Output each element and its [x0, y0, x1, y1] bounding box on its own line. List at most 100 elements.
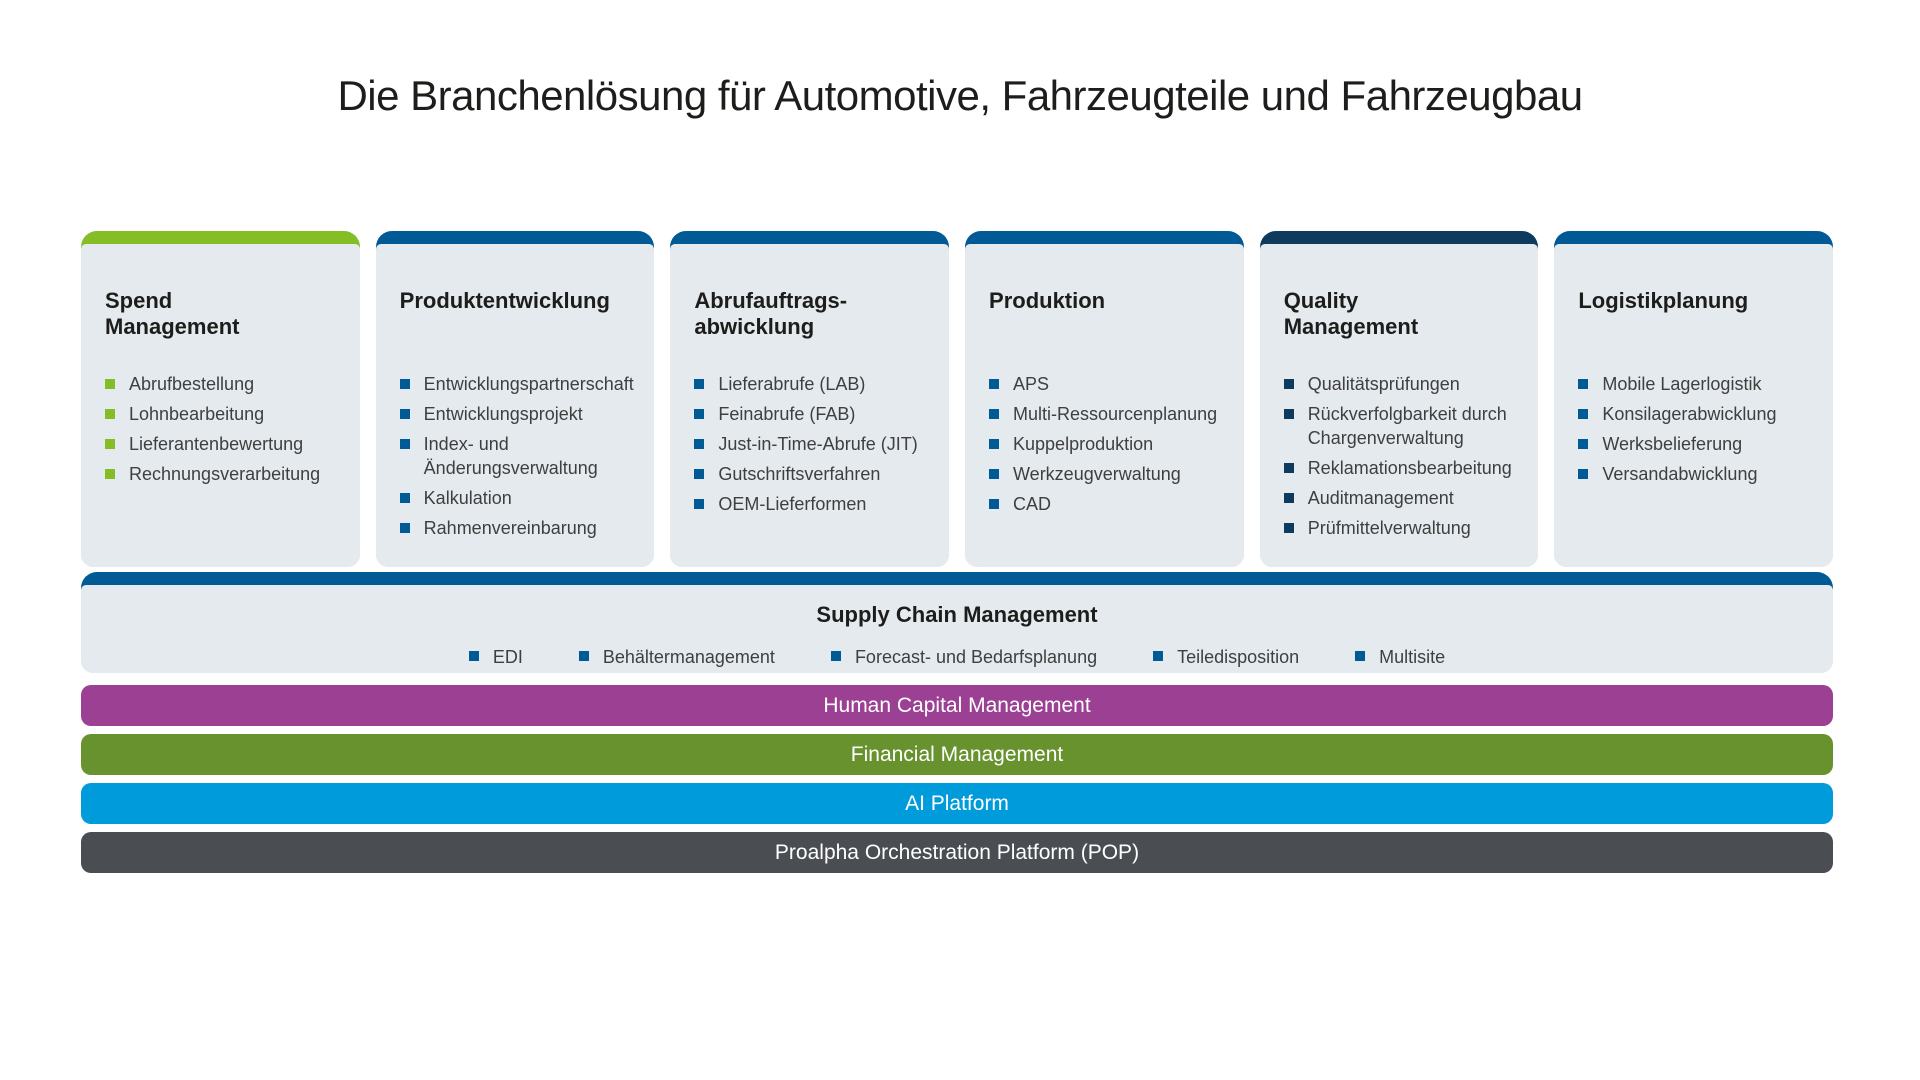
supply-chain-list-item: EDI [468, 645, 523, 669]
platform-bar-label: Financial Management [850, 743, 1064, 766]
card-item-label: Konsilagerabwicklung [1602, 404, 1777, 424]
card-title: Produktion [989, 288, 1106, 313]
bullet-square-icon [1283, 379, 1294, 389]
bullet-square-icon [399, 409, 410, 419]
bullet-square-icon [694, 499, 705, 509]
card-list-item: Kalkulation [399, 486, 645, 510]
bullet-square-icon [399, 379, 410, 389]
card-item-label: Rechnungsverarbeitung [129, 464, 321, 484]
bullet-square-icon [1153, 651, 1164, 661]
card-list-item: Multi-Ressourcenplanung [989, 402, 1234, 426]
card-item-label: Lohnbearbeitung [129, 404, 265, 424]
bullet-square-icon [399, 523, 410, 533]
supply-chain-items: EDI Behältermanagement Forecast- und Bedar… [81, 645, 1833, 669]
card-item-label: Lieferantenbewertung [129, 434, 304, 454]
card-list-item: Just-in-Time-Abrufe (JIT) [694, 432, 939, 456]
card-item-label: Versandabwicklung [1602, 464, 1758, 484]
card-title: Quality Management [1283, 288, 1419, 339]
bullet-square-icon [694, 409, 705, 419]
platform-bar-label: Human Capital Management [823, 694, 1091, 717]
bullet-square-icon [989, 499, 1000, 509]
card-list-item: CAD [989, 492, 1234, 516]
card-list-item: Versandabwicklung [1578, 462, 1823, 486]
card-list-item: Entwicklungspartnerschaft [399, 372, 645, 396]
bullet-square-icon [830, 651, 841, 661]
card-list-item: Abrufbestellung [105, 372, 350, 396]
card-item-label: Qualitätsprüfungen [1307, 374, 1460, 394]
bullet-square-icon [989, 409, 1000, 419]
card-item-label: Rahmenvereinbarung [423, 518, 597, 538]
supply-chain-item-label: Teiledisposition [1177, 647, 1300, 667]
card-list-item: Auditmanagement [1283, 486, 1529, 510]
card-item-label: Entwicklungsprojekt [423, 404, 583, 424]
card-list-item: Qualitätsprüfungen [1283, 372, 1529, 396]
card-title: Abrufauftrags- abwicklung [694, 288, 848, 339]
bullet-square-icon [1578, 469, 1589, 479]
supply-chain-list-item: Teiledisposition [1153, 645, 1299, 669]
bullet-square-icon [105, 409, 115, 419]
bullet-square-icon [399, 439, 410, 449]
card-list-item: Lieferabrufe (LAB) [694, 372, 939, 396]
platform-bar-ai-platform: AI Platform [81, 783, 1833, 824]
card-item-label: Multi-Ressourcenplanung [1013, 404, 1218, 424]
card-item-label: APS [1013, 374, 1050, 394]
bullet-square-icon [694, 469, 705, 479]
supply-chain-list-item: Behältermanagement [578, 645, 775, 669]
platform-bar-human-capital-management: Human Capital Management [81, 685, 1833, 726]
card-list-item: Rechnungsverarbeitung [105, 462, 350, 486]
card-item-label: Kalkulation [423, 488, 512, 508]
supply-chain-body: Supply Chain Management EDI Behältermanag… [81, 585, 1833, 673]
bullet-square-icon [1578, 379, 1589, 389]
card-item-label: OEM-Lieferformen [718, 494, 867, 514]
card-list-item: Lieferantenbewertung [105, 432, 350, 456]
supply-chain-item-label: Forecast- und Bedarfsplanung [854, 647, 1098, 667]
bullet-square-icon [1283, 493, 1294, 503]
bullet-square-icon [1283, 409, 1294, 419]
bullet-square-icon [105, 439, 115, 449]
bullet-square-icon [989, 379, 1000, 389]
supply-chain-title: Supply Chain Management [816, 602, 1098, 627]
card-list-item: Rückverfolgbarkeit durch Chargenverwaltu… [1283, 402, 1529, 450]
card-title: Produktentwicklung [399, 288, 610, 313]
card-item-label: Werkzeugverwaltung [1013, 464, 1181, 484]
supply-chain-item-label: Multisite [1379, 647, 1446, 667]
card-item-label: Just-in-Time-Abrufe (JIT) [718, 434, 918, 454]
card-list-item: Prüfmittelverwaltung [1283, 516, 1529, 540]
card-title: Spend Management [105, 288, 240, 339]
card-item-label: Reklamationsbearbeitung [1307, 458, 1512, 478]
card-list-item: Mobile Lagerlogistik [1578, 372, 1823, 396]
bullet-square-icon [468, 651, 479, 661]
supply-chain-list-item: Forecast- und Bedarfsplanung [830, 645, 1098, 669]
card-item-label: Rückverfolgbarkeit durch Chargenverwaltu… [1307, 404, 1507, 448]
bullet-square-icon [578, 651, 589, 661]
bullet-square-icon [694, 379, 705, 389]
supply-chain-item-label: EDI [492, 647, 523, 667]
bullet-square-icon [694, 439, 705, 449]
platform-bar-label: AI Platform [905, 792, 1009, 815]
supply-chain-list-item: Multisite [1355, 645, 1445, 669]
platform-bar-label: Proalpha Orchestration Platform (POP) [774, 841, 1140, 864]
card-item-label: CAD [1013, 494, 1052, 514]
platform-bar-proalpha-orchestration-platform: Proalpha Orchestration Platform (POP) [81, 832, 1833, 873]
supply-chain-band: Supply Chain Management EDI Behältermanag… [81, 572, 1833, 673]
card-item-label: Auditmanagement [1307, 488, 1454, 508]
page-title: Die Branchenlösung für Automotive, Fahrz… [337, 72, 1583, 119]
card-item-label: Kuppelproduktion [1013, 434, 1154, 454]
card-title: Logistikplanung [1578, 288, 1749, 313]
card-list-item: Lohnbearbeitung [105, 402, 350, 426]
bullet-square-icon [989, 439, 1000, 449]
card-item-label: Werksbelieferung [1602, 434, 1743, 454]
card-item-label: Prüfmittelverwaltung [1307, 518, 1471, 538]
card-item-label: Entwicklungspartnerschaft [423, 374, 634, 394]
